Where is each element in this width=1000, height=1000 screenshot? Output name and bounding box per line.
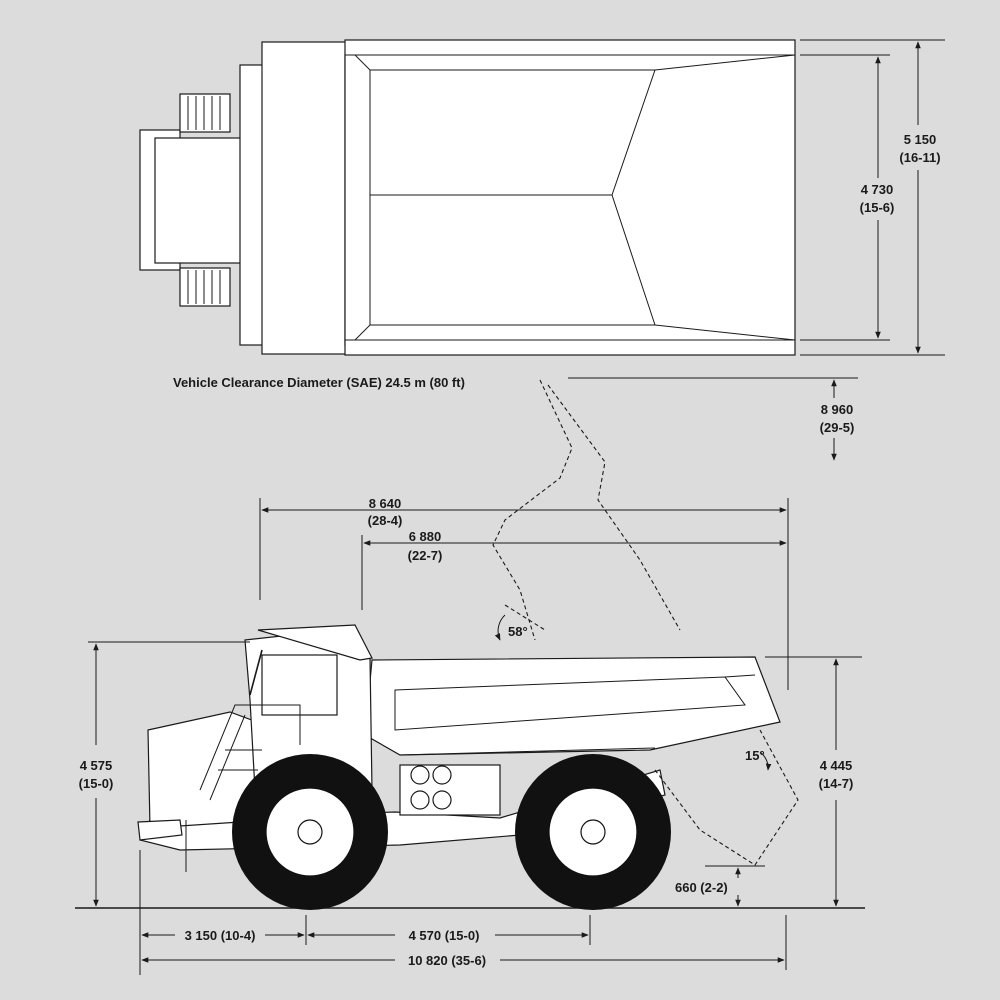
body-width-ft: (15-6) — [860, 200, 895, 215]
side-view — [75, 604, 865, 910]
length-to-cab-mm: 8 640 — [369, 496, 402, 511]
top-view — [139, 39, 796, 356]
tail-angle-label: 15° — [745, 748, 765, 763]
overall-length-label: 10 820 (35-6) — [408, 953, 486, 968]
top-dimensions — [800, 39, 945, 356]
body-length-mm: 6 880 — [409, 529, 442, 544]
clearance-lines — [492, 377, 858, 641]
length-to-cab-ft: (28-4) — [368, 513, 403, 528]
overall-width-mm: 5 150 — [904, 132, 937, 147]
side-dimensions — [88, 498, 862, 975]
clearance-label: Vehicle Clearance Diameter (SAE) 24.5 m … — [173, 375, 465, 390]
overall-height-ft: (15-0) — [79, 776, 114, 791]
body-length-ft: (22-7) — [408, 548, 443, 563]
front-overhang-label: 3 150 (10-4) — [185, 928, 256, 943]
labels: Vehicle Clearance Diameter (SAE) 24.5 m … — [79, 132, 941, 968]
body-width-mm: 4 730 — [861, 182, 894, 197]
ground-clearance-label: 660 (2-2) — [675, 880, 728, 895]
overall-height-mm: 4 575 — [80, 758, 113, 773]
body-height-ft: (14-7) — [819, 776, 854, 791]
overall-width-ft: (16-11) — [899, 150, 940, 165]
turning-mm: 8 960 — [821, 402, 854, 417]
dump-angle-label: 58° — [508, 624, 528, 639]
wheelbase-label: 4 570 (15-0) — [409, 928, 480, 943]
body-height-mm: 4 445 — [820, 758, 853, 773]
turning-ft: (29-5) — [820, 420, 855, 435]
